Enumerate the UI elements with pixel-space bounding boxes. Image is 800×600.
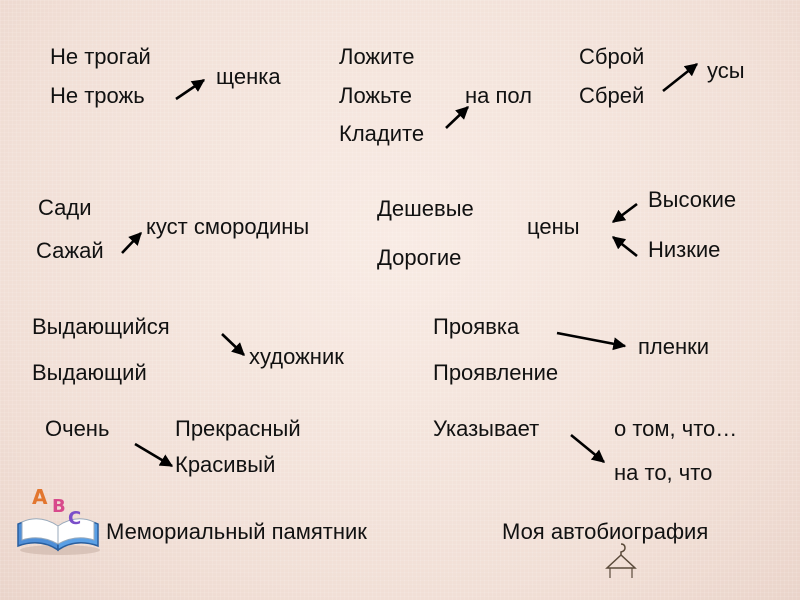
abc-book-icon: A B C xyxy=(17,485,100,555)
puppy-object: щенка xyxy=(216,64,281,89)
bottom-right-phrase: Моя автобиография xyxy=(502,519,709,544)
arrow-film xyxy=(556,331,627,351)
beautiful-adverb: Очень xyxy=(45,416,110,441)
svg-text:B: B xyxy=(52,496,66,517)
arrow-floor xyxy=(445,106,469,129)
bush-object: куст смородины xyxy=(146,214,310,239)
film-line1: Проявка xyxy=(433,314,520,339)
floor-line3: Кладите xyxy=(339,121,425,146)
film-line2: Проявление xyxy=(433,360,559,385)
floor-line1: Ложите xyxy=(339,44,415,69)
floor-object: на пол xyxy=(465,83,532,108)
prices-object: цены xyxy=(527,214,580,239)
mustache-object: усы xyxy=(707,58,745,83)
arrow-bush xyxy=(121,232,142,254)
arrow-mustache xyxy=(662,62,699,93)
puppy-line2: Не трожь xyxy=(50,83,145,108)
prices-alt2: Низкие xyxy=(648,237,721,262)
prices-alt1: Высокие xyxy=(648,187,737,212)
bush-line1: Сади xyxy=(38,195,92,220)
bottom-left-phrase: Мемориальный памятник xyxy=(106,519,367,544)
beautiful-line2: Красивый xyxy=(175,452,276,477)
indicates-line1: о том, что… xyxy=(614,416,738,441)
artist-object: художник xyxy=(249,344,344,369)
mustache-line1: Сброй xyxy=(579,44,645,69)
prices-line1: Дешевые xyxy=(377,196,474,221)
svg-text:C: C xyxy=(68,508,81,529)
mustache-line2: Сбрей xyxy=(579,83,645,108)
hanger-icon xyxy=(605,543,637,578)
puppy-line1: Не трогай xyxy=(50,44,151,69)
artist-line1: Выдающийся xyxy=(32,314,170,339)
floor-line2: Ложьте xyxy=(339,83,412,108)
arrow-indicates xyxy=(570,433,606,464)
beautiful-line1: Прекрасный xyxy=(175,416,301,441)
prices-line2: Дорогие xyxy=(377,245,462,270)
indicates-verb: Указывает xyxy=(433,416,540,441)
arrow-prices-high xyxy=(611,202,638,224)
artist-line2: Выдающий xyxy=(32,360,147,385)
indicates-line2: на то, что xyxy=(614,460,713,485)
film-object: пленки xyxy=(638,334,710,359)
arrow-beautiful xyxy=(134,442,174,468)
arrow-artist xyxy=(221,333,245,356)
svg-text:A: A xyxy=(32,485,48,509)
arrow-prices-low xyxy=(611,235,638,258)
arrow-puppy xyxy=(175,78,206,101)
bush-line2: Сажай xyxy=(36,238,104,263)
